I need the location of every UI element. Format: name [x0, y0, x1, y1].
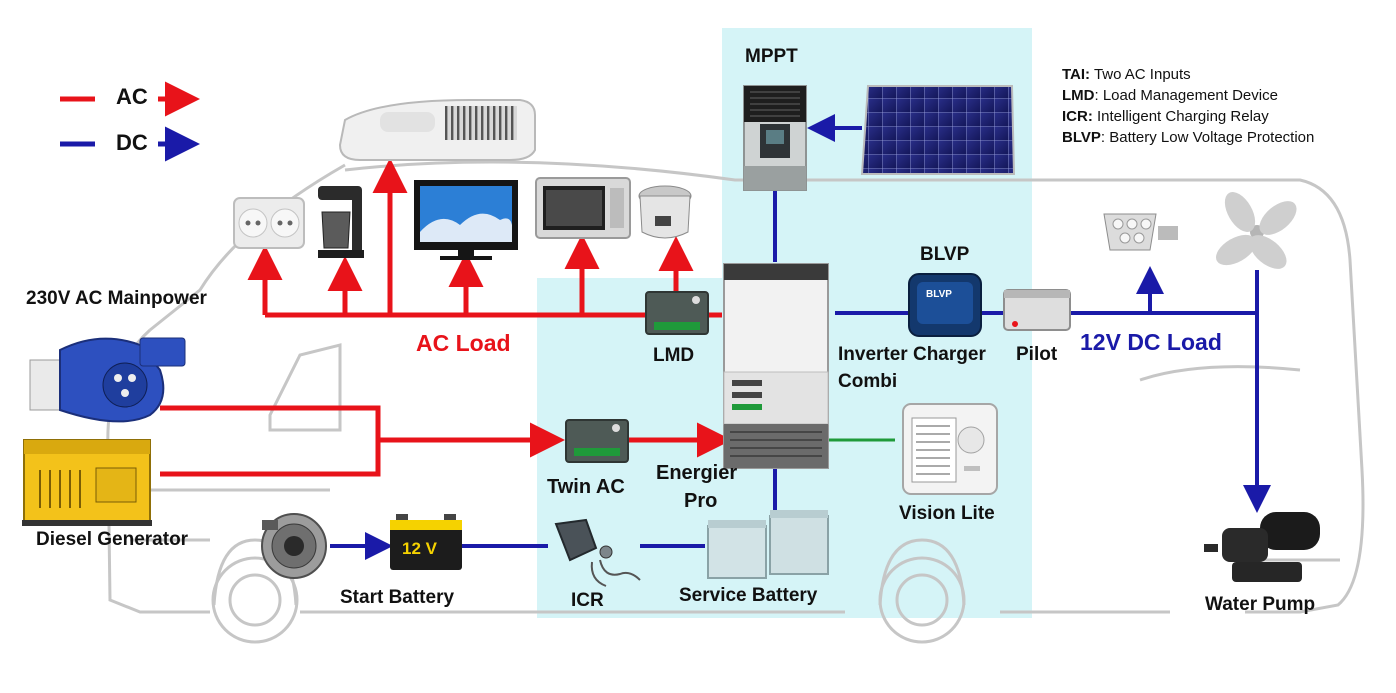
fan-icon [1216, 192, 1297, 269]
ac-load-label: AC Load [416, 330, 511, 356]
service-battery-label: Service Battery [679, 585, 818, 606]
start-battery-icon [390, 514, 462, 570]
battery-voltage-label: 12 V [402, 539, 438, 558]
abbr-blvp: BLVP: Battery Low Voltage Protection [1062, 129, 1315, 146]
twin-ac-label: Twin AC [547, 476, 625, 498]
icr-label: ICR [571, 590, 604, 611]
abbr-lmd: LMD: Load Management Device [1062, 87, 1278, 104]
service-battery-icon [707, 510, 829, 579]
led-bulb-icon [1103, 213, 1178, 251]
dc-load-label: 12V DC Load [1080, 329, 1222, 355]
wall-socket-icon [233, 197, 305, 249]
mppt-controller-icon [743, 85, 807, 191]
water-pump-label: Water Pump [1205, 594, 1316, 615]
start-battery-label: Start Battery [340, 587, 455, 608]
pilot-label: Pilot [1016, 344, 1058, 365]
twin-ac-module-icon [565, 419, 629, 463]
water-pump-icon [1204, 512, 1320, 582]
lmd-label: LMD [653, 345, 695, 366]
inverter-combi-label: Combi [838, 371, 898, 392]
blvp-label: BLVP [920, 244, 970, 265]
vision-lite-panel-icon [902, 403, 998, 495]
abbr-tai: TAI: Two AC Inputs [1062, 66, 1191, 83]
energier-label: Energier [656, 462, 738, 484]
blvp-device-icon [908, 273, 982, 337]
rice-cooker-icon [638, 185, 692, 239]
inverter-charger-label: Inverter Charger [838, 344, 986, 365]
coffee-maker-icon [318, 186, 364, 258]
abbr-icr: ICR: Intelligent Charging Relay [1062, 108, 1269, 125]
legend-ac-label: AC [116, 84, 148, 109]
legend-dc-label: DC [116, 130, 148, 155]
inverter-charger-icon [723, 263, 829, 469]
legend [60, 81, 200, 162]
mains-plug-icon [29, 337, 186, 423]
lmd-module-icon [645, 291, 709, 335]
microwave-icon [535, 177, 631, 239]
abbreviation-list: TAI: Two AC Inputs LMD: Load Management … [1062, 64, 1314, 148]
blvp-device-text: BLVP [926, 289, 952, 300]
icr-relay-icon [554, 518, 641, 587]
diesel-generator-icon [22, 439, 152, 526]
vision-lite-label: Vision Lite [899, 503, 995, 524]
rv-outline [106, 160, 1365, 644]
mainpower-label: 230V AC Mainpower [26, 288, 207, 309]
pilot-device-icon [1003, 289, 1071, 331]
diesel-generator-label: Diesel Generator [36, 529, 189, 550]
television-icon [414, 180, 518, 260]
alternator-icon [261, 513, 327, 579]
mppt-label: MPPT [745, 46, 798, 67]
air-conditioner-icon [338, 99, 536, 161]
dc-wiring [330, 114, 1271, 560]
solar-panel-icon [860, 85, 1016, 175]
energier-pro-label: Pro [684, 490, 718, 512]
